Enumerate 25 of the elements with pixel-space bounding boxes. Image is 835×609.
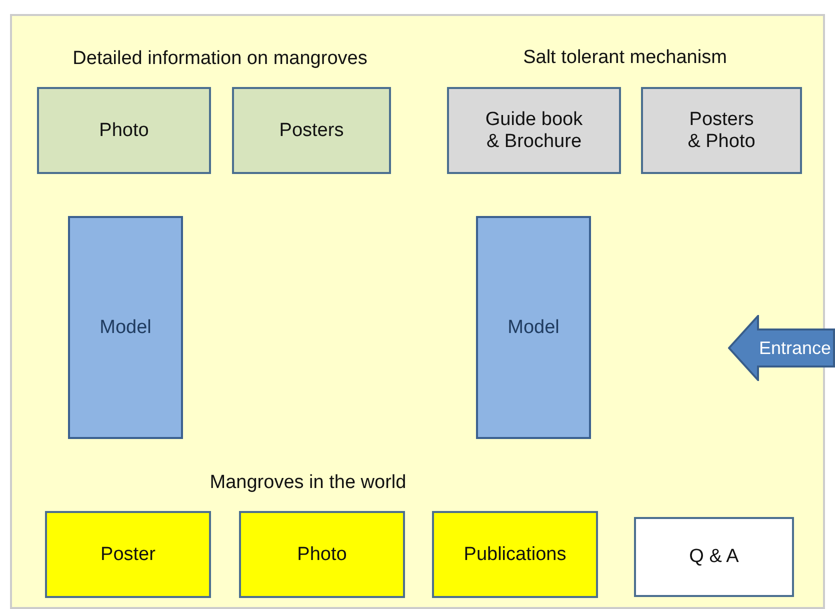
- exhibit-box: [37, 87, 211, 174]
- model-box: [68, 216, 183, 439]
- exhibit-label: Photo: [99, 120, 149, 142]
- exhibit-label: Model: [100, 316, 152, 338]
- exhibit-box: [45, 511, 211, 598]
- section-heading: Detailed information on mangroves: [72, 48, 368, 70]
- exhibit-label: Posters & Photo: [686, 108, 756, 152]
- exhibit-box: [641, 87, 802, 174]
- entrance-arrow: [728, 315, 835, 381]
- exhibit-label: Posters: [279, 120, 344, 142]
- exhibit-box: [432, 511, 598, 598]
- entrance-label: Entrance: [758, 338, 831, 358]
- exhibit-box: [232, 87, 391, 174]
- exhibit-box: [447, 87, 621, 174]
- exhibit-box: [239, 511, 405, 598]
- section-heading: Mangroves in the world: [210, 472, 406, 494]
- exhibit-label: Q & A: [689, 546, 739, 568]
- exhibit-label: Photo: [297, 544, 347, 566]
- model-box: [476, 216, 591, 439]
- section-heading: Salt tolerant mechanism: [523, 47, 727, 69]
- exhibit-box: [634, 517, 794, 597]
- exhibit-label: Guide book & Brochure: [484, 108, 584, 152]
- exhibit-label: Poster: [100, 544, 156, 566]
- exhibit-label: Model: [508, 316, 560, 338]
- exhibit-label: Publications: [464, 544, 566, 566]
